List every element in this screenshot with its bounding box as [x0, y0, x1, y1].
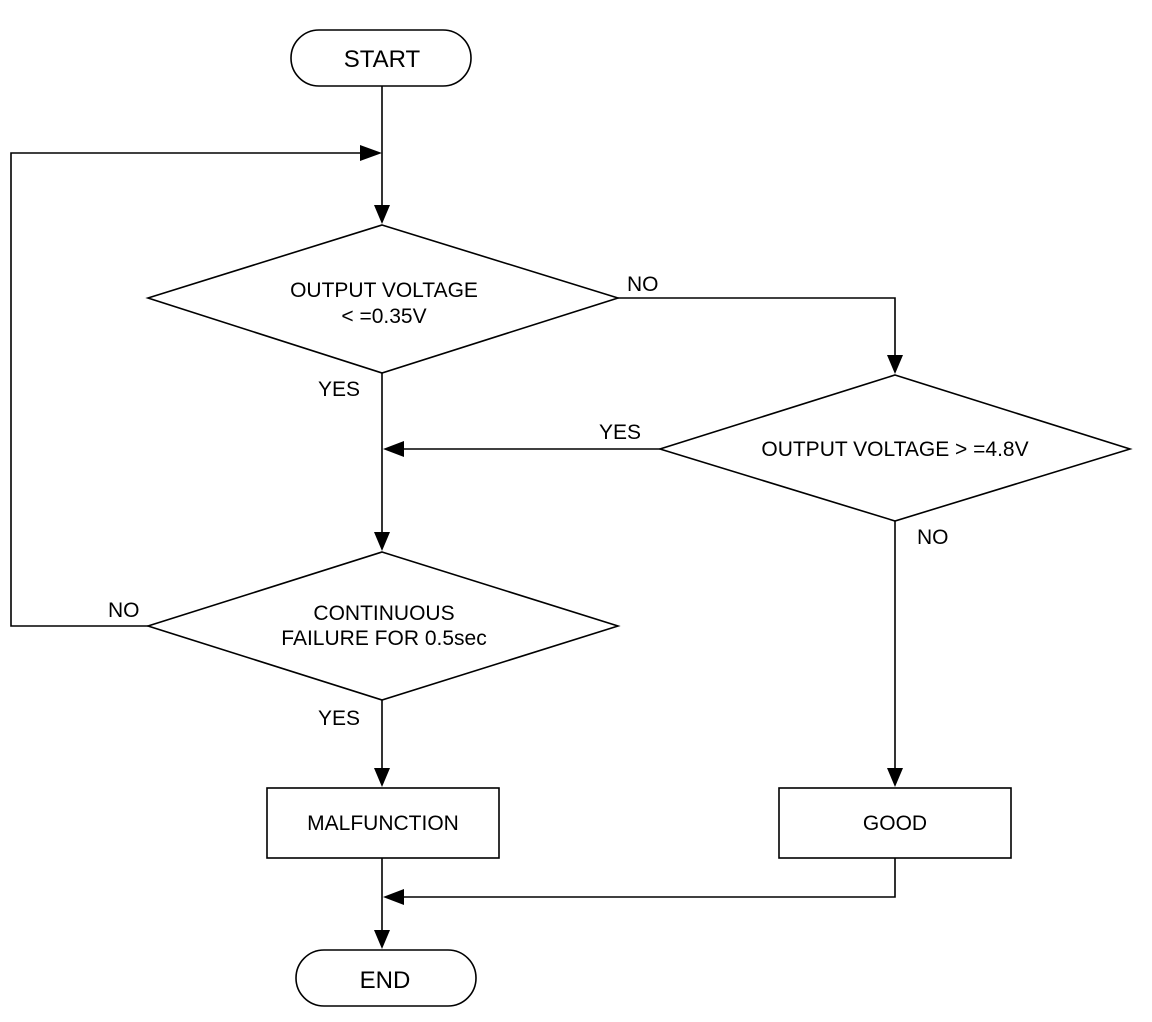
decision1-yes-label: YES [318, 378, 360, 401]
decision3-yes-label: YES [318, 707, 360, 730]
arrow-loop-back [360, 145, 382, 161]
decision3-no-label: NO [108, 599, 140, 622]
malfunction-label: MALFUNCTION [307, 812, 459, 835]
decision1-line1: OUTPUT VOLTAGE [290, 279, 478, 302]
decision-output-voltage-low: OUTPUT VOLTAGE < =0.35V [145, 224, 621, 374]
arrow-into-decision2 [887, 355, 903, 374]
arrow-decision2-yes [383, 441, 404, 457]
decision2-line1: OUTPUT VOLTAGE > =4.8V [761, 438, 1028, 461]
connector-loop-back [10, 152, 372, 627]
arrow-into-decision3 [374, 532, 390, 551]
malfunction-box: MALFUNCTION [266, 787, 500, 859]
decision3-line2: FAILURE FOR 0.5sec [281, 627, 486, 650]
start-terminal: START [290, 29, 472, 87]
end-label: END [360, 967, 411, 994]
decision-continuous-failure: CONTINUOUS FAILURE FOR 0.5sec [145, 551, 621, 701]
arrow-good-merge [383, 889, 404, 905]
decision1-no-label: NO [627, 273, 659, 296]
decision1-line2: < =0.35V [341, 305, 426, 328]
decision2-no-label: NO [917, 526, 949, 549]
good-label: GOOD [863, 812, 927, 835]
end-terminal: END [295, 949, 477, 1007]
decision2-yes-label: YES [599, 421, 641, 444]
arrow-into-malfunction [374, 768, 390, 787]
start-label: START [344, 46, 421, 73]
arrow-into-good [887, 768, 903, 787]
arrow-into-decision1 [374, 205, 390, 224]
decision3-line1: CONTINUOUS [313, 602, 454, 625]
good-box: GOOD [778, 787, 1012, 859]
connector-decision1-no [618, 297, 896, 362]
connector-good-to-end [396, 858, 896, 898]
arrow-into-end [374, 930, 390, 949]
decision-output-voltage-high: OUTPUT VOLTAGE > =4.8V [657, 374, 1133, 522]
